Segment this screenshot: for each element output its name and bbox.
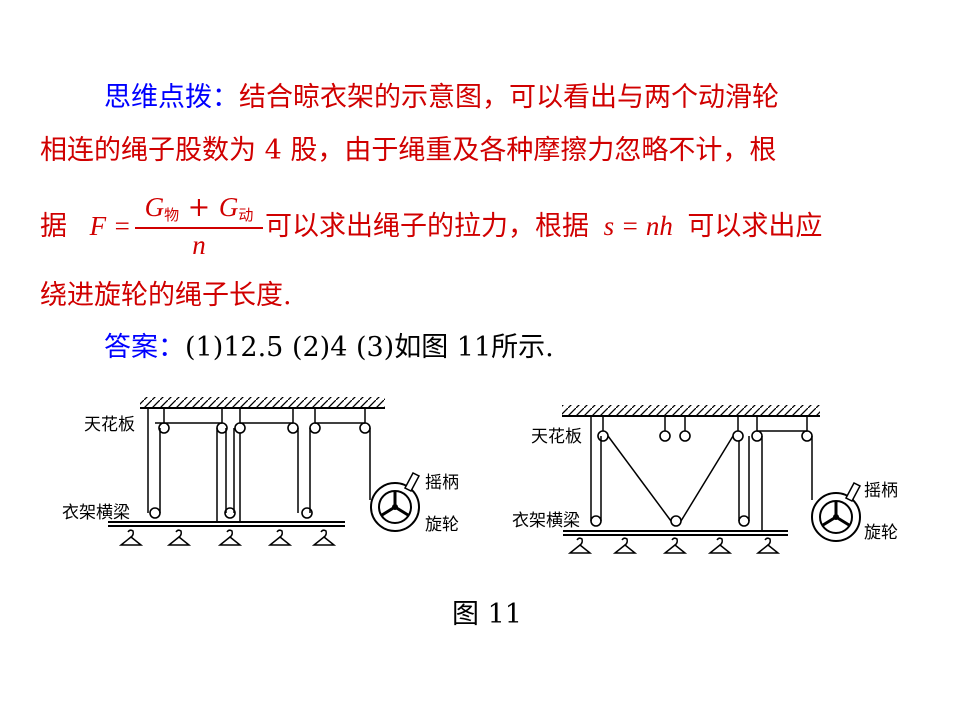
- pulley-icon: [287, 422, 299, 434]
- formula-fraction: G物 + G动 n: [135, 190, 263, 262]
- left-handle-label: 摇柄: [425, 473, 459, 493]
- left-beam-label: 衣架横梁: [62, 503, 130, 523]
- hint-line3-suffix: 可以求出应: [687, 211, 823, 242]
- right-ceiling-hatch: [562, 405, 820, 416]
- right-handle-label: 摇柄: [864, 481, 898, 501]
- pulley-icon: [359, 422, 371, 434]
- formula-g2: G: [218, 192, 239, 222]
- left-handle-icon: [403, 472, 421, 492]
- figure-caption: 图 11: [452, 599, 522, 630]
- formula-plus: +: [179, 192, 219, 223]
- left-ceiling-label: 天花板: [84, 415, 135, 435]
- formula-numerator: G物 + G动: [135, 190, 263, 232]
- answer-text: (1)12.5 (2)4 (3)如图 11所示.: [185, 332, 554, 363]
- right-handle-icon: [844, 482, 862, 502]
- hint-line3-mid: 可以求出绳子的拉力，根据: [265, 211, 589, 242]
- hint-line-1: 思维点拨：结合晾衣架的示意图，可以看出与两个动滑轮: [104, 80, 779, 116]
- pulley-icon: [309, 422, 321, 434]
- formula-denominator: n: [192, 230, 206, 260]
- formula-2: s = nh: [603, 211, 673, 241]
- right-beam-label: 衣架横梁: [512, 511, 580, 531]
- right-diagram: 天花板 衣架横梁 摇柄 旋轮: [512, 405, 898, 554]
- answer-label: 答案：: [104, 332, 185, 363]
- formula-sub1: 物: [164, 206, 180, 224]
- answer-line: 答案：(1)12.5 (2)4 (3)如图 11所示.: [104, 330, 554, 366]
- hint-line-4: 绕进旋轮的绳子长度.: [40, 280, 292, 311]
- left-ceiling-hatch: [140, 397, 385, 408]
- pulley-icon: [234, 422, 246, 434]
- hint-line-3: 据 F =: [40, 208, 131, 245]
- hint-label: 思维点拨：: [104, 82, 239, 113]
- hint-line-3-rest: 可以求出绳子的拉力，根据 s = nh 可以求出应: [265, 208, 822, 245]
- hint-line3-prefix: 据: [40, 211, 67, 242]
- formula-sub2: 动: [238, 206, 254, 224]
- formula-g1: G: [144, 192, 165, 222]
- hint-line-2: 相连的绳子股数为 4 股，由于绳重及各种摩擦力忽略不计，根: [40, 135, 777, 166]
- right-ceiling-label: 天花板: [531, 427, 582, 447]
- hint-text-1: 结合晾衣架的示意图，可以看出与两个动滑轮: [239, 82, 779, 113]
- left-diagram: 天花板 衣架横梁 摇柄 旋轮: [62, 397, 459, 546]
- formula-lhs: F =: [89, 211, 132, 241]
- fraction-bar: [135, 227, 263, 229]
- left-wheel-label: 旋轮: [425, 515, 459, 535]
- right-wheel-label: 旋轮: [864, 523, 898, 543]
